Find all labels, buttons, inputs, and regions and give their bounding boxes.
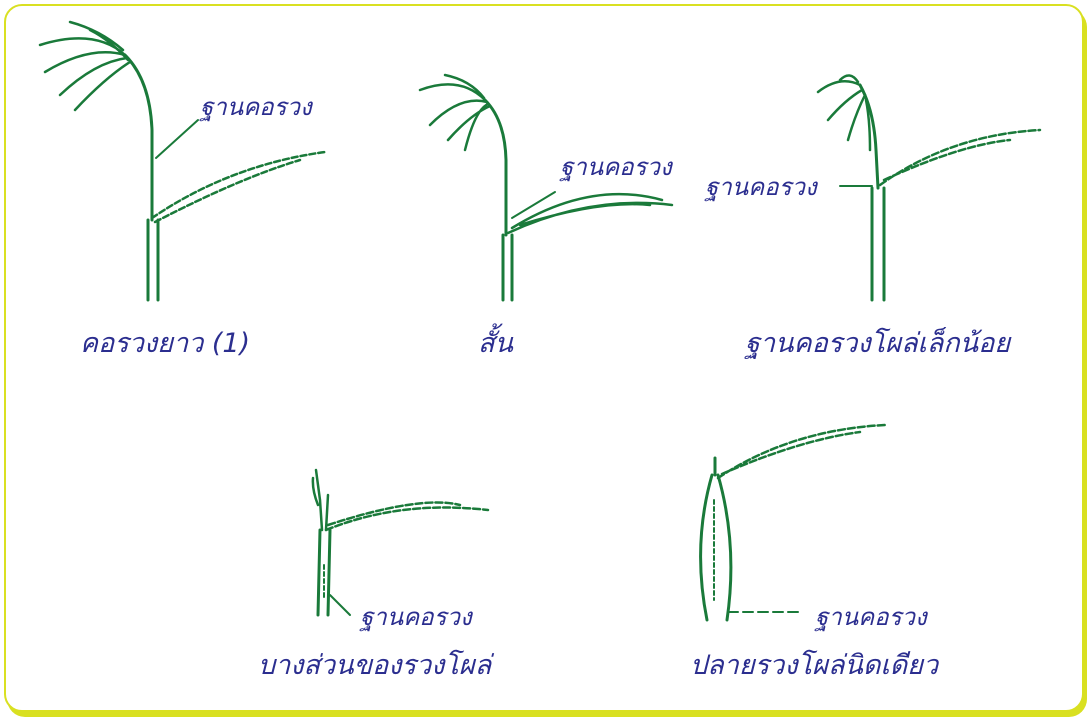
caption-1: คอรวงยาว (1) — [80, 328, 251, 359]
plant-4 — [311, 468, 490, 617]
frame-border — [4, 4, 1084, 712]
caption-3: ฐานคอรวงโผล่เล็กน้อย — [745, 328, 1011, 359]
caption-4: บางส่วนของรวงโผล่ — [258, 650, 492, 681]
callout-label-1: ฐานคอรวง — [200, 93, 312, 121]
plant-2 — [418, 73, 674, 302]
callout-label-2: ฐานคอรวง — [560, 153, 672, 181]
plant-1 — [38, 20, 327, 302]
caption-2: สั้น — [478, 328, 513, 359]
plant-3 — [816, 74, 1042, 302]
callout-label-4: ฐานคอรวง — [360, 603, 472, 631]
plant-5 — [699, 423, 887, 622]
callout-label-5: ฐานคอรวง — [815, 603, 927, 631]
callout-label-3: ฐานคอรวง — [705, 173, 817, 201]
caption-5: ปลายรวงโผล่นิดเดียว — [690, 650, 939, 681]
